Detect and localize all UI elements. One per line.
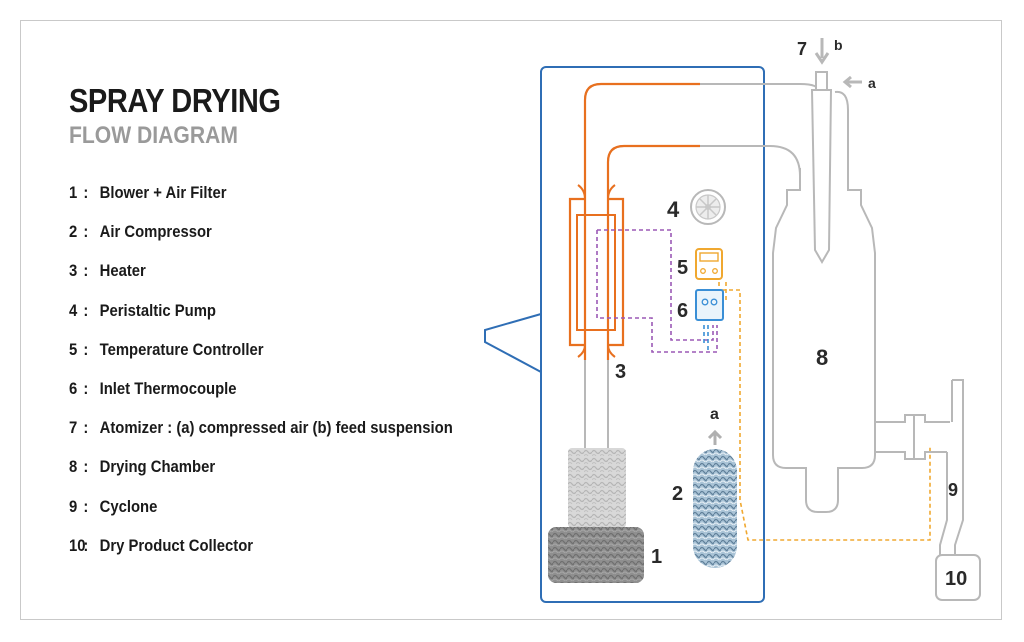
cyclone: 9 [939, 379, 964, 558]
compressor-out-a-label: a [710, 406, 719, 423]
legend-item-6: 6:Inlet Thermocouple [69, 379, 237, 398]
air-compressor-icon: a 2 [672, 406, 737, 568]
outer-frame [20, 20, 1002, 620]
page-title: SPRAY DRYING [69, 82, 281, 119]
peristaltic-pump-icon: 4 [667, 189, 726, 225]
legend-item-3: 3:Heater [69, 262, 146, 281]
thermocouple-icon: 6 [677, 289, 724, 322]
legend-item-1: 1:Blower + Air Filter [69, 184, 227, 202]
temperature-controller-icon: 5 [677, 248, 723, 280]
legend-item-2: 2:Air Compressor [69, 223, 212, 242]
blower-label: 1 [651, 546, 662, 568]
thermocouple-label: 6 [677, 300, 688, 322]
unit-enclosure [484, 66, 765, 603]
legend-item-9: 9:Cyclone [69, 497, 158, 516]
heater-label: 3 [615, 361, 626, 383]
legend-item-4: 4:Peristaltic Pump [69, 301, 216, 320]
legend-item-7: 7:Atomizer : (a) compressed air (b) feed… [69, 419, 453, 438]
collector-label: 10 [945, 568, 967, 590]
atomizer: 7 b a [797, 37, 876, 264]
blower-filter-icon: 1 [548, 448, 662, 583]
cyclone-label: 9 [948, 480, 958, 500]
legend-item-8: 8:Drying Chamber [69, 458, 216, 477]
drying-chamber: 8 [772, 90, 876, 513]
dry-product-collector: 10 [935, 554, 981, 601]
drying-chamber-label: 8 [816, 345, 828, 370]
feed-b-label: b [834, 37, 843, 53]
compressor-label: 2 [672, 483, 683, 505]
pump-label: 4 [667, 197, 680, 222]
cyclone-connection [875, 414, 950, 460]
legend-item-5: 5:Temperature Controller [69, 340, 264, 359]
page-subtitle: FLOW DIAGRAM [69, 122, 238, 149]
legend-list: 1:Blower + Air Filter 2:Air Compressor 3… [69, 183, 495, 575]
air-a-label: a [868, 75, 876, 91]
control-wiring [596, 229, 931, 541]
temp-controller-label: 5 [677, 257, 688, 279]
heater: 3 [568, 184, 626, 448]
atomizer-label: 7 [797, 39, 807, 59]
legend-item-10: 10:Dry Product Collector [69, 536, 254, 555]
hot-air-duct [583, 82, 820, 392]
